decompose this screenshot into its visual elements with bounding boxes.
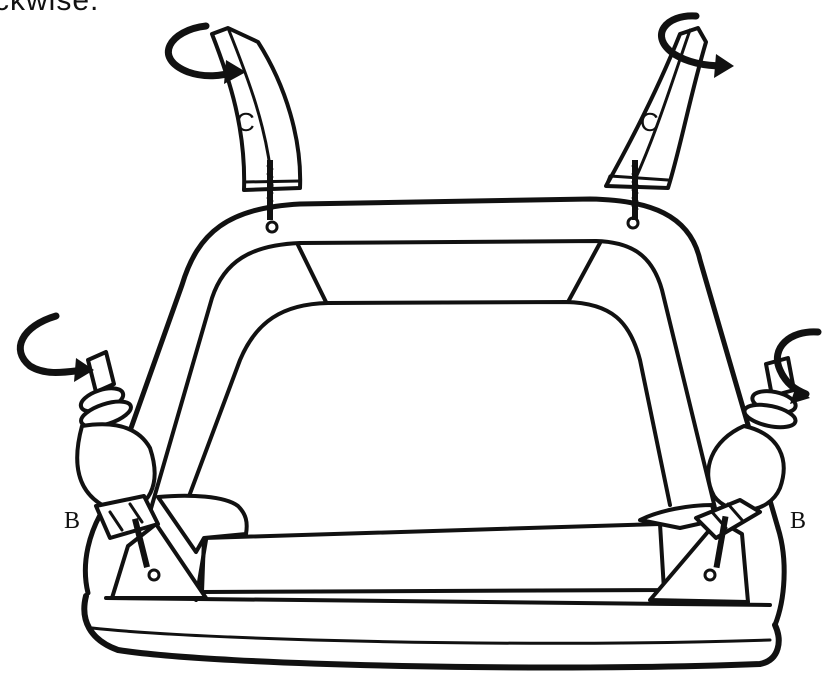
leg-label-b-right: B <box>790 508 806 534</box>
seat-frame <box>84 199 784 668</box>
leg-label-b-left: B <box>64 508 80 534</box>
instruction-text-fragment: ckwise. <box>0 0 99 16</box>
leg-b-bottom-left: B <box>20 316 158 568</box>
leg-label-c-left: C <box>236 107 255 137</box>
leg-c-top-left: C <box>168 26 300 232</box>
leg-b-bottom-right: B <box>696 332 818 568</box>
leg-label-c-right: C <box>640 107 659 137</box>
leg-c-top-right: C <box>606 16 734 228</box>
